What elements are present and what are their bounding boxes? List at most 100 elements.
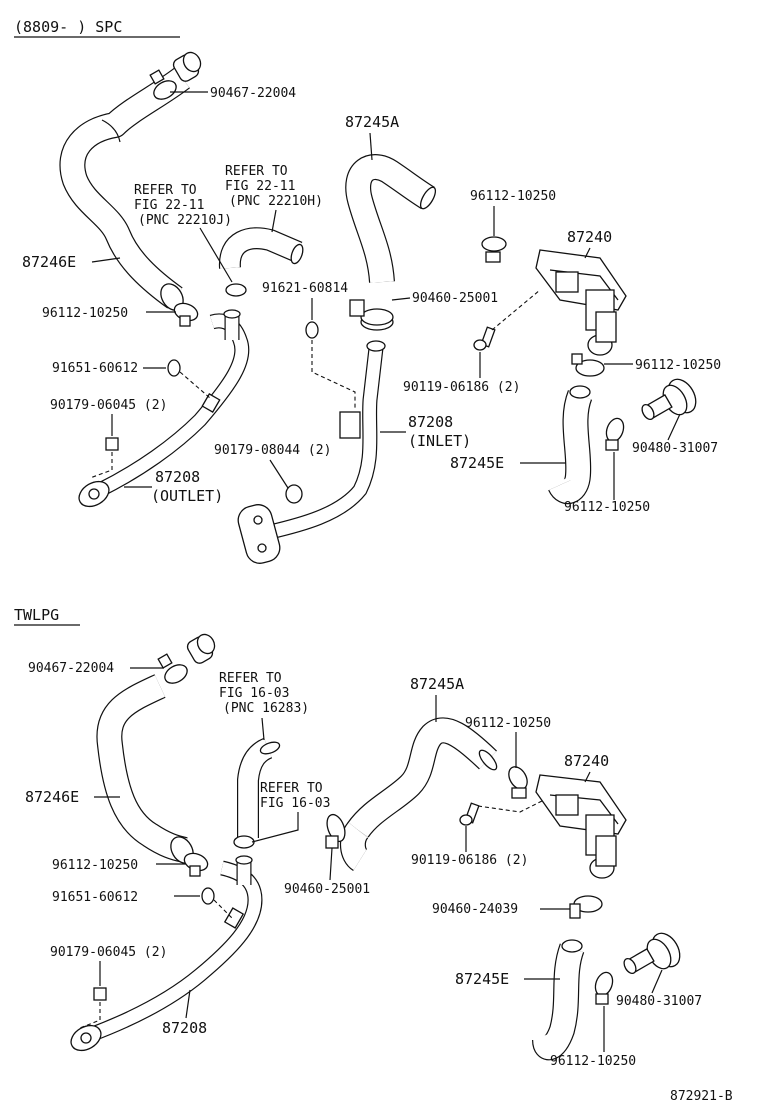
label-refer-16283-line3: (PNC 16283) <box>223 701 309 716</box>
label-refer-1603-line1: REFER TO <box>260 781 323 796</box>
label-96112-top-twlpg: 96112-10250 <box>465 716 551 731</box>
label-90179-06045-spc: 90179-06045 (2) <box>50 398 167 413</box>
leader-87240-spc <box>584 247 591 259</box>
label-87240-twlpg: 87240 <box>564 752 609 770</box>
label-87208-inlet-line2: (INLET) <box>408 432 471 450</box>
leader-87208-twlpg <box>185 989 191 1019</box>
clamp-96112-right-spc <box>571 353 605 377</box>
label-refer-22210h-line3: (PNC 22210H) <box>229 194 323 209</box>
clamp-96112-left-twlpg <box>170 836 209 877</box>
clamp-90467-spc <box>149 51 202 100</box>
nut-90179-06045-spc <box>105 437 119 451</box>
leader-refer-22210h <box>271 209 277 233</box>
label-90460-spc: 90460-25001 <box>412 291 498 306</box>
hose-87246e-twlpg <box>96 674 188 863</box>
label-refer-1603-line2: FIG 16-03 <box>260 796 330 811</box>
label-90460-25001-twlpg: 90460-25001 <box>284 882 370 897</box>
label-90480-spc: 90480-31007 <box>632 441 718 456</box>
twlpg-section: TWLPG <box>14 606 702 1069</box>
leader-87246e-spc <box>91 257 121 263</box>
pipe-87208-outlet <box>78 309 250 508</box>
label-refer-22210h-line2: FIG 22-11 <box>225 179 295 194</box>
clamp-96112-top-spc <box>481 236 507 263</box>
label-90467-twlpg: 90467-22004 <box>28 661 114 676</box>
twlpg-section-title: TWLPG <box>14 606 59 624</box>
label-91651-spc: 91651-60612 <box>52 361 138 376</box>
label-90119-twlpg: 90119-06186 (2) <box>411 853 528 868</box>
clamp-90460-24039-twlpg <box>569 895 603 919</box>
leader-90460-spc <box>391 297 411 301</box>
label-refer-16283-line1: REFER TO <box>219 671 282 686</box>
pipe-87208-inlet <box>237 340 386 564</box>
label-87245e-spc: 87245E <box>450 454 504 472</box>
leader-90179-08044-spc <box>269 459 289 489</box>
label-refer-22210j-line1: REFER TO <box>134 183 197 198</box>
label-87208-outlet-line1: 87208 <box>155 468 200 486</box>
dash-90179-06045-spc <box>89 452 113 479</box>
hose-87245a-twlpg <box>340 717 498 872</box>
bolt-91651-twlpg <box>201 887 215 905</box>
label-87208-inlet-line1: 87208 <box>408 413 453 431</box>
dash-90119-twlpg <box>477 799 545 813</box>
valve-87240-twlpg <box>535 774 627 879</box>
clamp-refer-twlpg <box>233 835 255 849</box>
label-96112-top-spc: 96112-10250 <box>470 189 556 204</box>
label-87208-outlet-line2: (OUTLET) <box>151 487 223 505</box>
clamp-90467-twlpg <box>157 633 216 684</box>
label-90119-spc: 90119-06186 (2) <box>403 380 520 395</box>
leader-87245a-spc <box>369 132 373 161</box>
clamp-96112-bottom-twlpg <box>594 971 614 1005</box>
leader-90480-twlpg <box>651 969 663 994</box>
label-90179-twlpg: 90179-06045 (2) <box>50 945 167 960</box>
bolt-90119-twlpg <box>459 802 480 826</box>
label-96112-right-spc: 96112-10250 <box>635 358 721 373</box>
label-96112-bottom-twlpg: 96112-10250 <box>550 1054 636 1069</box>
nut-90179-twlpg <box>93 987 107 1001</box>
label-87245e-twlpg: 87245E <box>455 970 509 988</box>
label-refer-16283-line2: FIG 16-03 <box>219 686 289 701</box>
hose-87245a-spc <box>345 154 437 284</box>
plug-91621-spc <box>305 321 319 339</box>
label-90179-08044-spc: 90179-08044 (2) <box>214 443 331 458</box>
bolt-90119-spc <box>473 326 496 351</box>
grommet-90480-twlpg <box>623 932 681 975</box>
hose-87245e-spc <box>548 385 593 504</box>
label-87245a-twlpg: 87245A <box>410 675 464 693</box>
leader-87240-twlpg <box>584 771 591 783</box>
label-refer-22210h-line1: REFER TO <box>225 164 288 179</box>
label-91651-twlpg: 91651-60612 <box>52 890 138 905</box>
dash-90179-twlpg <box>79 1002 101 1029</box>
label-refer-22210j-line3: (PNC 22210J) <box>138 213 232 228</box>
valve-87240-spc <box>535 249 627 356</box>
label-87245a-spc: 87245A <box>345 113 399 131</box>
leader-90480-spc <box>667 413 681 441</box>
spc-section-title: (8809- ) SPC <box>14 18 122 36</box>
grommet-90480-spc <box>641 378 697 421</box>
label-87208-twlpg: 87208 <box>162 1019 207 1037</box>
hose-87245e-twlpg <box>532 939 585 1061</box>
label-87240-spc: 87240 <box>567 228 612 246</box>
hose-87246e-spc <box>59 67 190 309</box>
dash-90119-spc <box>491 289 541 331</box>
label-91621-spc: 91621-60814 <box>262 281 348 296</box>
label-96112-left-twlpg: 96112-10250 <box>52 858 138 873</box>
label-87246e-spc: 87246E <box>22 253 76 271</box>
label-96112-bottom-spc: 96112-10250 <box>564 500 650 515</box>
bolt-91651-spc <box>167 359 181 377</box>
clamp-96112-left-spc <box>160 283 199 327</box>
label-90480-twlpg: 90480-31007 <box>616 994 702 1009</box>
clamp-96112-bottom-spc <box>605 417 625 451</box>
label-90467-spc: 90467-22004 <box>210 86 296 101</box>
figure-id: 872921-B <box>670 1089 733 1104</box>
label-90460-24039-twlpg: 90460-24039 <box>432 902 518 917</box>
dash-91621-spc <box>311 340 356 410</box>
spc-section: (8809- ) SPC <box>14 18 721 564</box>
dash-91651-twlpg <box>213 899 233 919</box>
label-96112-left-spc: 96112-10250 <box>42 306 128 321</box>
label-87246e-twlpg: 87246E <box>25 788 79 806</box>
leader-refer-22210j <box>199 227 233 283</box>
leader-refer-16283 <box>261 717 265 741</box>
clamp-refer-spc <box>225 283 247 297</box>
nut-90179-08044-spc <box>285 484 303 504</box>
